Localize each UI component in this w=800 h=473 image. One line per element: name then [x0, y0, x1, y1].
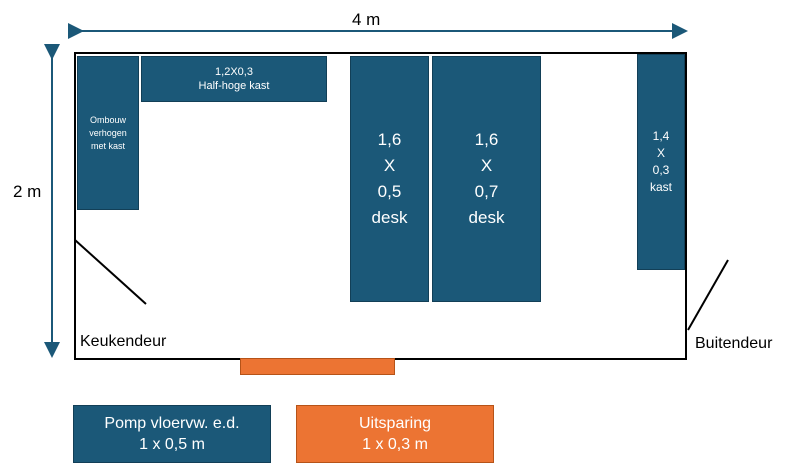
outside-door-line	[687, 259, 729, 331]
outside-door-label: Buitendeur	[695, 335, 773, 352]
recess-block	[240, 358, 395, 375]
desk-large-label: 1,6 X 0,7 desk	[468, 130, 505, 227]
half-hoge-kast-size: 1,2X0,3	[215, 66, 253, 78]
ombouw-block: Ombouw verhogen met kast	[77, 56, 139, 210]
legend-uitsparing: Uitsparing 1 x 0,3 m	[296, 405, 494, 463]
legend-uitsparing-title: Uitsparing	[358, 415, 432, 432]
kast-right-block: 1,4 X 0,3 kast	[637, 54, 685, 270]
desk-small-label: 1,6 X 0,5 desk	[371, 130, 408, 227]
legend-pomp: Pomp vloervw. e.d. 1 x 0,5 m	[73, 405, 271, 463]
legend-pomp-title: Pomp vloervw. e.d.	[104, 415, 240, 432]
half-hoge-kast-name: Half-hoge kast	[198, 80, 270, 92]
kast-right-label: 1,4 X 0,3 kast	[649, 129, 672, 194]
legend-uitsparing-size: 1 x 0,3 m	[362, 436, 428, 453]
desk-large-block: 1,6 X 0,7 desk	[432, 56, 541, 302]
half-hoge-kast-block: 1,2X0,3 Half-hoge kast	[141, 56, 327, 102]
height-label: 2 m	[13, 182, 42, 201]
ombouw-label: Ombouw verhogen met kast	[89, 114, 127, 151]
kitchen-door-label: Keukendeur	[80, 333, 167, 350]
kitchen-door-line	[74, 239, 147, 305]
width-label: 4 m	[352, 10, 381, 29]
desk-small-block: 1,6 X 0,5 desk	[350, 56, 429, 302]
legend-pomp-size: 1 x 0,5 m	[139, 436, 205, 453]
